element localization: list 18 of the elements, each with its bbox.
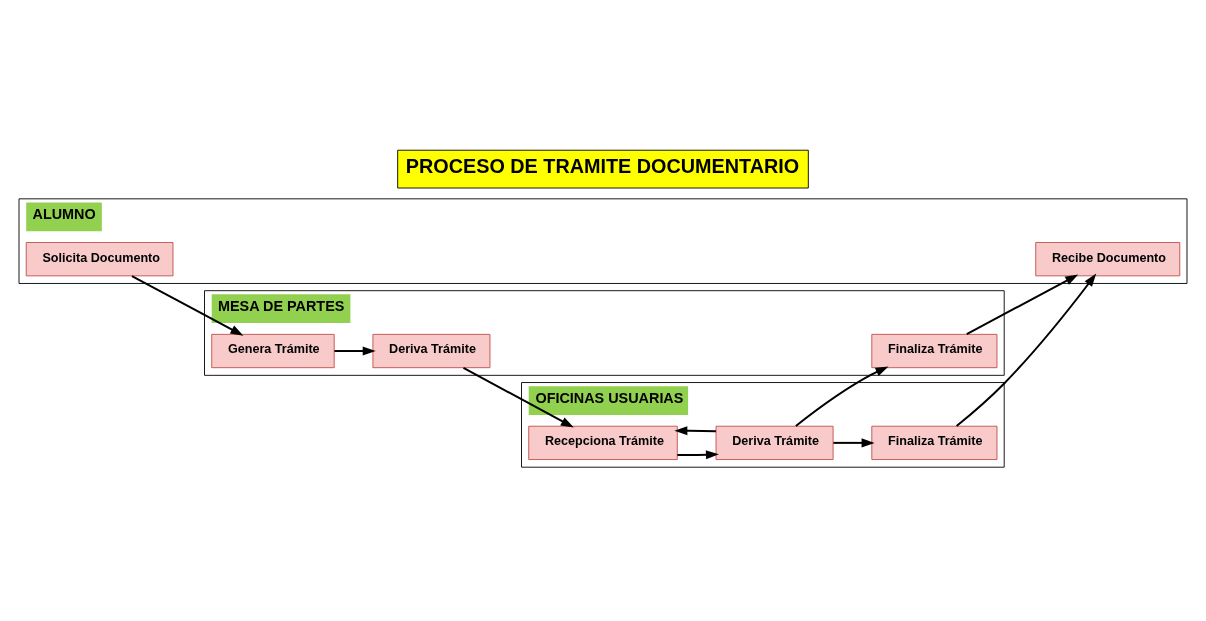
- node-box: Recibe Documento: [1035, 242, 1181, 277]
- arrow: [130, 275, 244, 336]
- arrow: [676, 450, 719, 460]
- node-box: Solicita Documento: [25, 242, 174, 277]
- diagram-title: PROCESO DE TRAMITE DOCUMENTARIO: [405, 155, 800, 178]
- arrow: [965, 274, 1079, 336]
- node-box: Finaliza Trámite: [871, 425, 998, 460]
- arrow: [794, 366, 889, 427]
- node-box: Deriva Trámite: [715, 425, 834, 460]
- arrow: [832, 438, 875, 448]
- arrow: [462, 366, 574, 428]
- node-box: Deriva Trámite: [372, 333, 491, 369]
- node-box: Finaliza Trámite: [871, 333, 998, 369]
- node-box: Genera Trámite: [211, 333, 335, 369]
- arrow: [955, 273, 1097, 428]
- arrow: [333, 346, 376, 356]
- node-box: Recepciona Trámite: [528, 425, 678, 460]
- arrow: [674, 426, 717, 436]
